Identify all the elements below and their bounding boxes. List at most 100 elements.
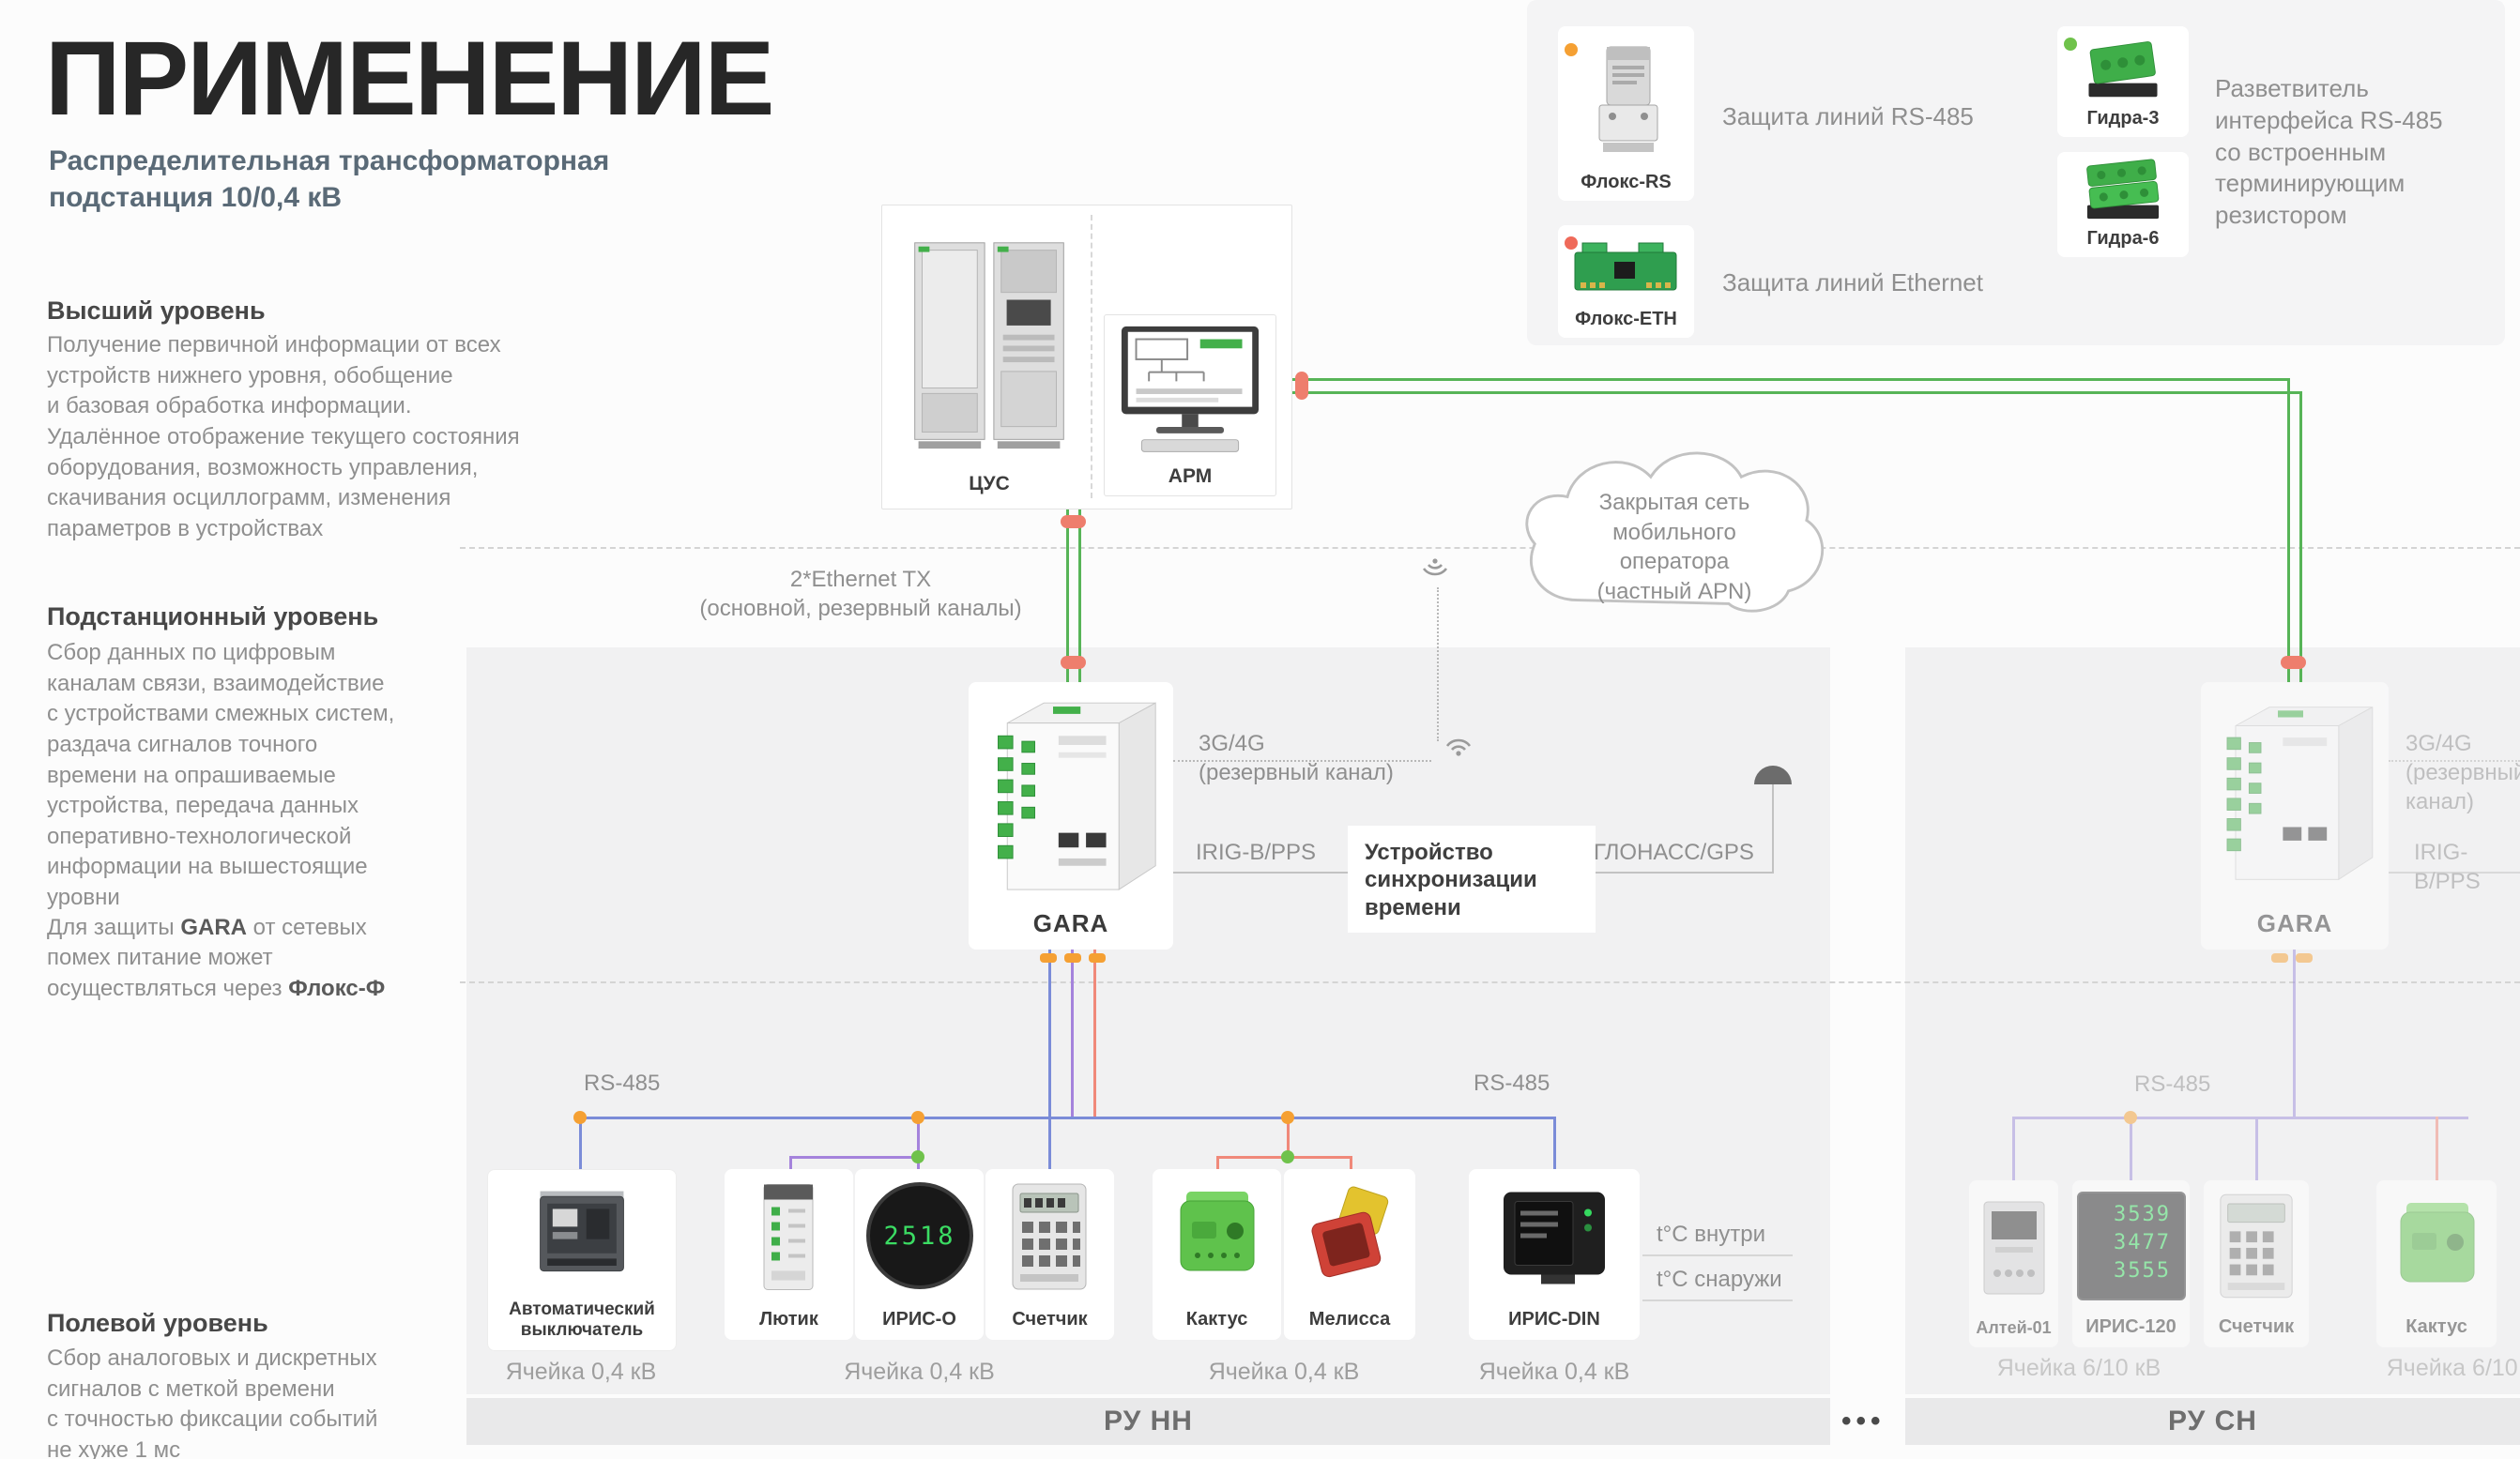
kaktus-device-image — [2390, 1197, 2483, 1296]
floks-rs-desc: Защита линий RS-485 — [1722, 102, 1974, 130]
hydra-dot — [1281, 1150, 1294, 1163]
irig-line-right — [2389, 872, 2520, 874]
irig-label: IRIG-B/PPS — [1196, 840, 1317, 865]
drop-iris-din — [1553, 1117, 1556, 1169]
bar-ru-nn: РУ НН — [466, 1398, 1830, 1445]
iris-o-display: 2518 — [883, 1222, 956, 1251]
cus-arm-divider — [1091, 215, 1092, 498]
gara-label: GARA — [2256, 909, 2333, 937]
melissa-device-image — [1303, 1182, 1397, 1285]
level-upper-heading: Высший уровень — [47, 296, 266, 325]
rs485-feed-right — [2293, 950, 2296, 1119]
legend-box: Флокс-RS Защита линий RS-485 Флокс-ETH З… — [1527, 0, 2505, 345]
glonass-line — [1579, 872, 1774, 874]
cellular-dotted-right — [2389, 760, 2520, 762]
device-card-iris-din: ИРИС-DIN — [1469, 1169, 1640, 1340]
lutik-device-image — [751, 1178, 826, 1300]
cell-label: Ячейка 6/10 кВ — [2386, 1355, 2520, 1381]
ethernet-label: 2*Ethernet TX (основной, резервный канал… — [699, 567, 1022, 622]
irig-label-right: IRIG-B/PPS — [2414, 840, 2481, 895]
note-middle: от сетевых помех питание может осуществл… — [47, 914, 367, 1001]
drop-meter-right — [2255, 1117, 2258, 1180]
cell-label: Ячейка 0,4 кВ — [1478, 1359, 1630, 1385]
ethernet-right-v2 — [2299, 391, 2302, 682]
hydra-marker-dot — [2064, 38, 2077, 51]
meter-label: Счетчик — [1012, 1309, 1088, 1330]
level-substation-heading: Подстанционный уровень — [47, 602, 379, 631]
temp-inside-line — [1642, 1254, 1793, 1256]
note-prefix: Для защиты — [47, 914, 181, 940]
iris-o-device-image: 2518 — [866, 1182, 973, 1289]
iris-120-display-row: 3555 — [2114, 1259, 2171, 1283]
melissa-label: Мелисса — [1308, 1309, 1391, 1330]
rs485-bus-right — [2012, 1117, 2468, 1119]
floks-eth-connector-top — [1061, 515, 1086, 528]
cellular-label: 3G/4G (резервный канал) — [1199, 731, 1394, 786]
rs485-bus — [579, 1117, 1556, 1119]
gara-port-stub — [1089, 953, 1106, 963]
cell-label: Ячейка 0,4 кВ — [505, 1359, 657, 1385]
cus-label: ЦУС — [969, 473, 1010, 494]
ru-sn-section: RS-485 3G/4G (резервный канал) IRIG-B/PP… — [1905, 647, 2520, 1398]
device-card-lutik: Лютик — [725, 1169, 853, 1340]
gara-port-stub — [1040, 953, 1057, 963]
cellular-dotted-line-h — [1173, 760, 1431, 762]
separator-substation-field — [460, 981, 2520, 983]
floks-eth-connector-box-right — [1295, 372, 1308, 400]
device-card-breaker: Автоматический выключатель — [487, 1169, 677, 1351]
floks-eth-image — [1569, 236, 1682, 307]
floks-rs-dot — [2124, 1111, 2137, 1124]
gara-port-stub — [2271, 953, 2288, 963]
rs485-label: RS-485 — [2134, 1071, 2211, 1097]
control-center-box: ЦУС АРМ — [881, 205, 1292, 509]
temp-outside-line — [1642, 1299, 1793, 1301]
breaker-device-image — [533, 1181, 631, 1289]
gara-port-stub — [1064, 953, 1081, 963]
bar-ru-sn: РУ СН — [1905, 1398, 2520, 1445]
floks-eth-desc: Защита линий Ethernet — [1722, 268, 1983, 296]
ethernet-line-2 — [1078, 509, 1081, 682]
ethernet-line-1 — [1066, 509, 1069, 682]
gara-port-stub — [2296, 953, 2313, 963]
level-substation-note: Для защиты GARA от сетевых помех питание… — [47, 882, 610, 1005]
iris-120-display-row: 3539 — [2114, 1203, 2171, 1226]
cus-cabinets-image — [905, 234, 1074, 459]
rs485-label: RS-485 — [1474, 1071, 1550, 1096]
legend-card-hydra6: Гидра-6 — [2057, 152, 2189, 257]
glonass-label: ГЛОНАСС/GPS — [1594, 840, 1754, 865]
cloud-label: Закрытая сеть мобильного оператора (част… — [1596, 490, 1752, 605]
drop-altey — [2012, 1117, 2015, 1180]
meter-device-image — [1007, 1177, 1092, 1301]
time-sync-device-box: Устройство синхронизации времени — [1348, 826, 1596, 933]
floks-rs-dot — [911, 1111, 924, 1124]
kaktus-label: Кактус — [2405, 1316, 2467, 1337]
lutik-label: Лютик — [759, 1309, 818, 1330]
level-upper-body: Получение первичной информации от всех у… — [47, 332, 520, 541]
cell-label: Ячейка 0,4 кВ — [1208, 1359, 1360, 1385]
cellular-dotted-line-v — [1437, 587, 1439, 741]
note-gara: GARA — [180, 914, 248, 940]
iris-120-label: ИРИС-120 — [2085, 1316, 2176, 1337]
floks-rs-dot — [573, 1111, 587, 1124]
drop-salmon — [1287, 1117, 1290, 1159]
bar-ru-sn-label: РУ СН — [2168, 1406, 2257, 1436]
legend-card-floks-rs: Флокс-RS — [1558, 26, 1694, 201]
iris-din-device-image — [1489, 1184, 1620, 1297]
hydra6-name: Гидра-6 — [2086, 228, 2160, 249]
iris-din-label: ИРИС-DIN — [1508, 1309, 1600, 1330]
level-substation-body: Сбор данных по цифровым каналам связи, в… — [47, 640, 395, 910]
floks-eth-marker-dot — [1565, 236, 1578, 250]
altey-label: Алтей-01 — [1976, 1318, 2052, 1338]
floks-rs-name: Флокс-RS — [1581, 172, 1672, 192]
kaktus-label: Кактус — [1185, 1309, 1248, 1330]
wifi-icon — [1443, 734, 1474, 763]
drop-lutik — [789, 1156, 792, 1169]
legend-card-hydra3: Гидра-3 — [2057, 26, 2189, 137]
floks-rs-image — [1575, 32, 1678, 177]
drop-meter — [1048, 1117, 1051, 1169]
device-card-iris-o: 2518 ИРИС-О — [855, 1169, 984, 1340]
note-floks-f: Флокс-Ф — [288, 975, 386, 1001]
kaktus-device-image — [1169, 1186, 1263, 1284]
device-card-kaktus: Кактус — [1153, 1169, 1281, 1340]
